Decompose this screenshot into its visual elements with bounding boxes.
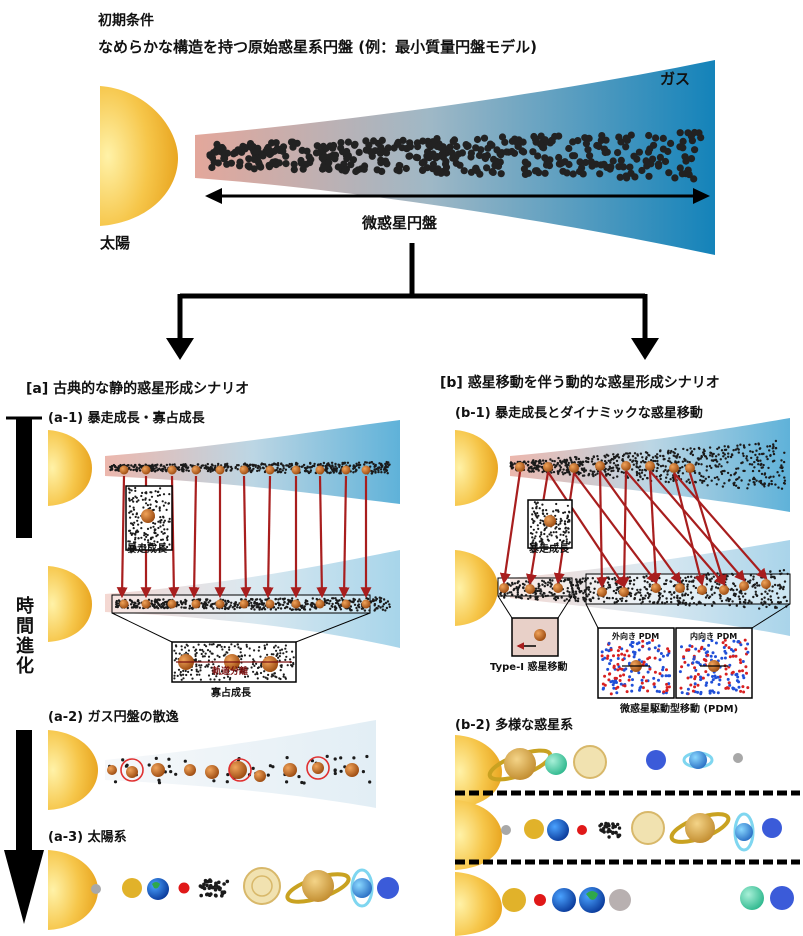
sun-b2-1 xyxy=(455,735,502,808)
initial-condition-label: 初期条件 xyxy=(98,13,154,29)
b1-runaway-label: 暴走成長 xyxy=(529,544,569,555)
outward-pdm-label: 外向き PDM xyxy=(612,632,660,641)
type1-migration-label: Type-I 惑星移動 xyxy=(490,662,568,673)
sun-a3 xyxy=(48,850,98,930)
step-a1-title: (a-1) 暴走成長・寡占成長 xyxy=(48,411,205,426)
inward-pdm-label: 内向き PDM xyxy=(690,632,738,641)
a1-oligarchic-label: 寡占成長 xyxy=(211,688,251,699)
step-b2-title: (b-2) 多様な惑星系 xyxy=(455,718,574,733)
sun-b2-3 xyxy=(455,872,502,936)
scenario-b-title: [b] 惑星移動を伴う動的な惑星形成シナリオ xyxy=(440,375,720,391)
sun-b1-bottom xyxy=(455,550,498,626)
a1-runaway-label: 暴走成長 xyxy=(127,544,167,555)
planetesimal-disk-label: 微惑星円盤 xyxy=(362,214,438,232)
pdm-label: 微惑星駆動型移動 (PDM) xyxy=(620,704,739,715)
initial-condition-desc: なめらかな構造を持つ原始惑星系円盤 (例：最小質量円盤モデル) xyxy=(98,38,537,56)
top-planetesimals xyxy=(206,128,705,183)
sun-b2-2 xyxy=(455,800,502,870)
step-a3-title: (a-3) 太陽系 xyxy=(48,830,127,845)
time-evolution-label: 時間進化 xyxy=(13,596,34,676)
gas-label: ガス xyxy=(660,70,691,88)
sun-a1-bottom xyxy=(48,566,92,642)
sun-b1-top xyxy=(455,430,498,506)
scenario-a-title: [a] 古典的な静的惑星形成シナリオ xyxy=(26,381,250,397)
sun-a2 xyxy=(48,730,98,810)
sun-a1-top xyxy=(48,430,92,506)
step-b1-title: (b-1) 暴走成長とダイナミックな惑星移動 xyxy=(455,406,703,421)
sun-label: 太陽 xyxy=(100,234,131,252)
a1-inset-text: 軌道分離 xyxy=(212,667,249,677)
step-a2-title: (a-2) ガス円盤の散逸 xyxy=(48,710,179,725)
